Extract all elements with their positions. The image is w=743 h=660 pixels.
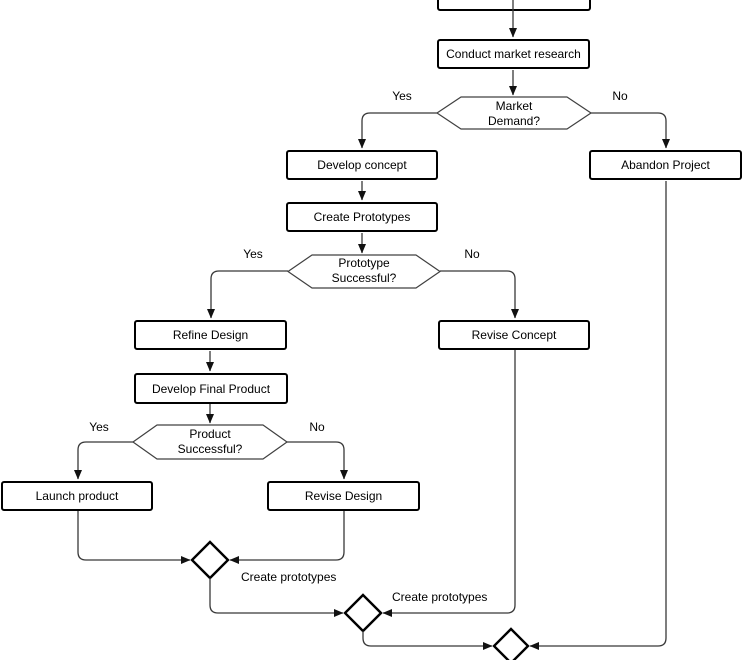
merge-diamond-3	[492, 627, 530, 660]
edge-abandon-to-merge3	[529, 181, 667, 650]
edge-market-demand-yes	[358, 112, 437, 149]
edge-merge2-to-merge3	[362, 631, 493, 650]
merge-diamond-1	[190, 540, 230, 580]
edge-prototype-no	[440, 270, 519, 319]
decision-prototype-successful-label: Prototype Successful?	[288, 255, 440, 287]
label-prototype-successful-yes: Yes	[243, 247, 263, 261]
label-prototype-successful-no: No	[464, 247, 480, 261]
label-loop-create-prototypes-1: Create prototypes	[241, 570, 337, 584]
edge-launch-to-merge1	[77, 511, 191, 564]
decision-market-demand-line2: Demand?	[487, 113, 541, 128]
edge-revise-design-to-merge1	[229, 511, 345, 564]
node-conduct-market-research: Conduct market research	[437, 39, 590, 69]
edge-market-demand-no	[591, 112, 670, 149]
node-develop-final-product: Develop Final Product	[134, 373, 288, 404]
decision-market-demand-label: Market Demand?	[437, 98, 591, 129]
edge-prototype-yes	[207, 270, 288, 319]
label-market-demand-yes: Yes	[392, 89, 412, 103]
decision-market-demand-line1: Market	[495, 98, 533, 113]
node-develop-concept: Develop concept	[286, 150, 438, 180]
node-abandon-project: Abandon Project	[589, 150, 742, 180]
edge-product-yes	[74, 441, 133, 480]
decision-product-successful-label: Product Successful?	[133, 426, 287, 458]
label-market-demand-no: No	[612, 89, 628, 103]
label-loop-create-prototypes-2: Create prototypes	[392, 590, 488, 604]
label-product-successful-yes: Yes	[89, 420, 109, 434]
decision-prototype-successful-line1: Prototype	[338, 256, 390, 270]
merge-diamond-2	[343, 593, 383, 633]
decision-product-successful-line2: Successful?	[177, 442, 243, 456]
decision-product-successful-line1: Product	[189, 427, 231, 441]
node-revise-concept: Revise Concept	[438, 320, 590, 350]
node-launch-product: Launch product	[1, 481, 153, 511]
node-create-prototypes: Create Prototypes	[286, 202, 438, 232]
edge-product-no	[287, 441, 348, 480]
node-refine-design: Refine Design	[134, 320, 287, 350]
label-product-successful-no: No	[309, 420, 325, 434]
node-revise-design: Revise Design	[267, 481, 420, 511]
node-start	[437, 0, 591, 11]
decision-prototype-successful-line2: Successful?	[331, 271, 397, 285]
